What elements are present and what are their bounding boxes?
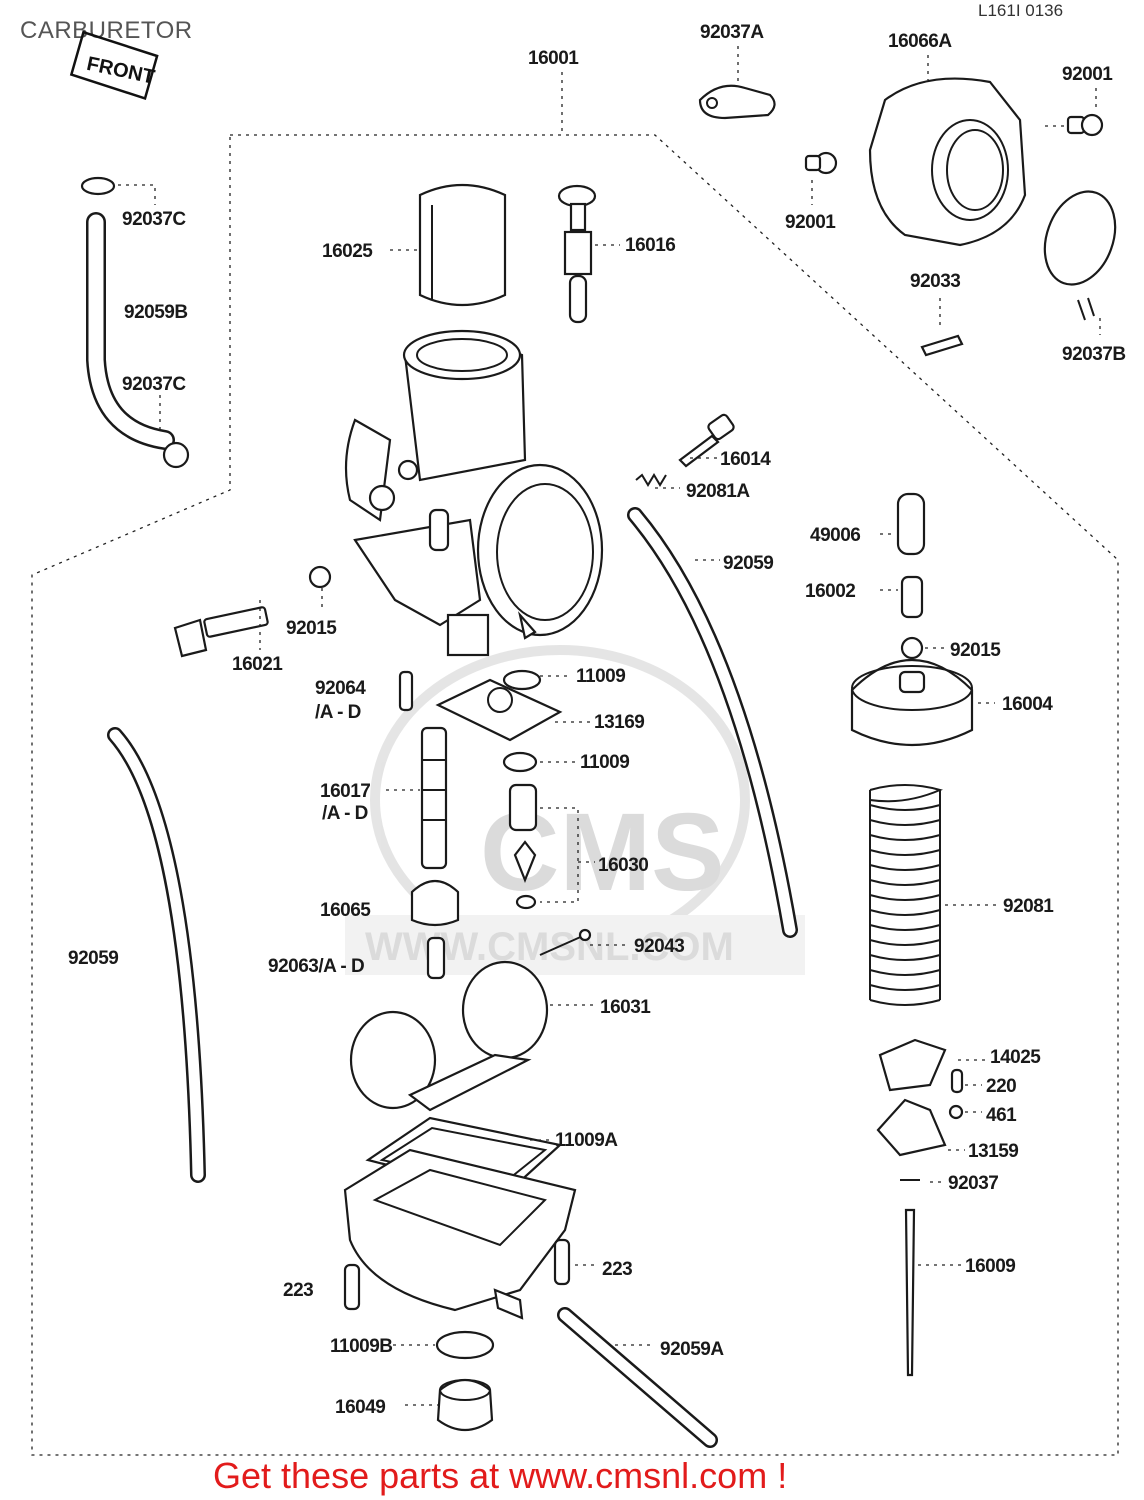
label-461: 461 — [986, 1105, 1017, 1126]
needle-jet-16017 — [420, 726, 448, 870]
pin-220 — [950, 1068, 964, 1094]
label-220: 220 — [986, 1076, 1016, 1097]
hose-92059B — [86, 212, 175, 450]
spring-92081A — [635, 473, 667, 487]
o-ring-11009-bottom — [502, 751, 538, 773]
label-16030: 16030 — [598, 855, 648, 876]
label-11009-bottom: 11009 — [580, 752, 629, 773]
label-92081A: 92081A — [686, 481, 750, 502]
clamp-92037A — [698, 84, 776, 120]
o-ring-11009-top — [502, 669, 542, 691]
float-valve-16030 — [508, 783, 538, 910]
pilot-air-screw-16014 — [678, 413, 735, 468]
pin-92043 — [539, 928, 592, 956]
label-92015-left: 92015 — [286, 618, 337, 639]
screw-223-left — [343, 1263, 361, 1311]
label-16066A: 16066A — [888, 31, 952, 52]
label-11009B: 11009B — [330, 1336, 393, 1357]
label-92033: 92033 — [910, 271, 960, 292]
label-92064: 92064 — [315, 678, 366, 699]
screw-92001-left — [804, 151, 838, 175]
label-11009A: 11009A — [555, 1130, 618, 1151]
o-ring-11009B — [435, 1330, 495, 1360]
label-223-right: 223 — [602, 1259, 632, 1280]
label-16004: 16004 — [1002, 694, 1053, 715]
clip-92037C-top — [80, 176, 116, 196]
cap-49006 — [896, 492, 926, 556]
label-16002: 16002 — [805, 581, 855, 602]
label-92063: 92063/A - D — [268, 956, 364, 977]
pin-92033 — [920, 334, 964, 357]
float-bowl — [343, 1148, 577, 1320]
label-92043: 92043 — [634, 936, 684, 957]
float-16031 — [349, 960, 549, 1112]
label-16025: 16025 — [322, 241, 373, 262]
spring-92081 — [869, 784, 943, 1006]
part-labels: 16001 92037A 16066A 92001 92001 92033 92… — [68, 22, 1126, 1418]
jet-92064 — [398, 670, 414, 712]
label-16017-variants: /A - D — [322, 803, 368, 824]
label-13169: 13169 — [594, 712, 644, 733]
cap-16065 — [410, 879, 460, 927]
label-16009: 16009 — [965, 1256, 1015, 1277]
needle-holder-14025 — [878, 1038, 947, 1092]
label-16021: 16021 — [232, 654, 283, 675]
plate-13169 — [435, 678, 563, 742]
holder-13159 — [876, 1098, 947, 1157]
label-92059-left: 92059 — [68, 948, 118, 969]
label-92064-variants: /A - D — [315, 702, 361, 723]
ring-461 — [948, 1104, 964, 1120]
pilot-jet-92063 — [426, 936, 446, 980]
label-13159: 13159 — [968, 1141, 1018, 1162]
label-92037: 92037 — [948, 1173, 998, 1194]
hose-92059-center — [627, 507, 798, 938]
label-92081: 92081 — [1003, 896, 1054, 917]
label-92037C-bottom: 92037C — [122, 374, 186, 395]
screw-92001-right — [1066, 113, 1104, 137]
leader-lines — [118, 46, 1101, 1406]
label-92037A: 92037A — [700, 22, 764, 43]
screw-223-right — [553, 1238, 571, 1286]
cta-link[interactable]: Get these parts at www.cmsnl.com ! — [213, 1455, 787, 1496]
label-223-left: 223 — [283, 1280, 313, 1301]
cable-adjuster-16016 — [557, 184, 597, 324]
label-14025: 14025 — [990, 1047, 1041, 1068]
needle-16009 — [904, 1208, 916, 1377]
label-92037C-top: 92037C — [122, 209, 186, 230]
label-92001-right: 92001 — [1062, 64, 1113, 85]
drain-plug-16049 — [436, 1378, 494, 1432]
label-16014: 16014 — [720, 449, 771, 470]
label-92037B: 92037B — [1062, 344, 1126, 365]
washer-92015-right — [900, 636, 924, 660]
kit-boundary — [31, 134, 1119, 1456]
label-16016: 16016 — [625, 235, 675, 256]
label-49006: 49006 — [810, 525, 860, 546]
valve-16002 — [900, 575, 924, 619]
hose-92059-left — [107, 727, 206, 1183]
carburetor-body-16001 — [344, 329, 604, 657]
airbox-cover-16066A — [868, 77, 1027, 247]
label-16049: 16049 — [335, 1397, 385, 1418]
label-92059-center: 92059 — [723, 553, 773, 574]
hose-92059A — [557, 1307, 718, 1448]
label-92015-right: 92015 — [950, 640, 1001, 661]
label-92001-left: 92001 — [785, 212, 836, 233]
label-16017: 16017 — [320, 781, 370, 802]
label-92059B: 92059B — [124, 302, 188, 323]
slide-16004 — [850, 659, 974, 747]
clip-92037C-bottom — [162, 441, 190, 469]
cap-boot-16025 — [418, 183, 507, 307]
screw-16021 — [173, 606, 269, 658]
washer-92015-left — [308, 565, 332, 589]
label-11009-top: 11009 — [576, 666, 625, 687]
reference-code: L161I 0136 — [978, 1, 1063, 20]
hose-band-92037B — [1043, 190, 1117, 321]
label-16001: 16001 — [528, 48, 579, 69]
label-92059A: 92059A — [660, 1339, 724, 1360]
label-16031: 16031 — [600, 997, 651, 1018]
watermark-url: WWW.CMSNL.COM — [365, 925, 734, 969]
label-16065: 16065 — [320, 900, 371, 921]
